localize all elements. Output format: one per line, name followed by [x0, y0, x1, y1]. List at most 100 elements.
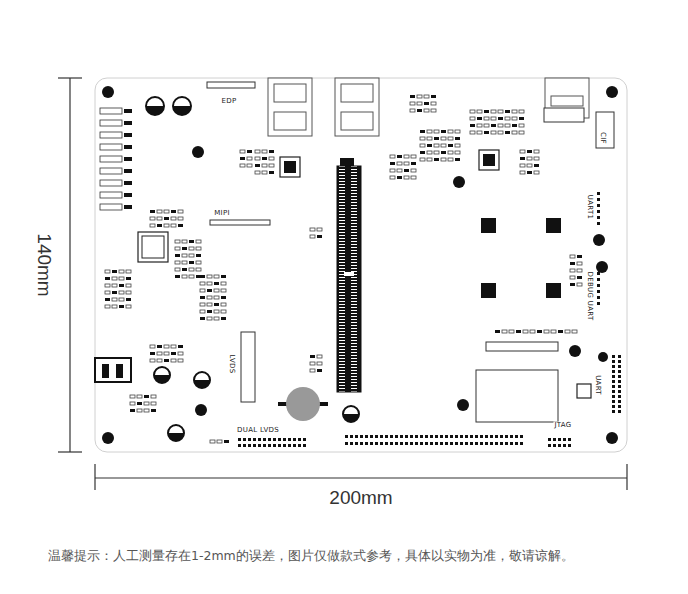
- component-pad: [214, 303, 219, 306]
- dimension-label: 200mm: [329, 488, 392, 507]
- component-pad: [310, 228, 315, 231]
- component-pad: [385, 435, 388, 438]
- component-pad: [303, 444, 306, 447]
- component-pad: [105, 305, 110, 308]
- component-pad: [520, 435, 523, 438]
- component-pad: [310, 235, 315, 238]
- component-pad: [612, 390, 615, 393]
- component-pad: [217, 440, 222, 443]
- component-pad: [397, 176, 402, 179]
- component-pad: [214, 296, 219, 299]
- component-pad: [317, 355, 322, 358]
- component-pad: [196, 240, 201, 243]
- component-pad: [390, 435, 393, 438]
- component-pad: [126, 291, 131, 294]
- component-pad: [182, 254, 187, 257]
- component-pad: [124, 157, 132, 161]
- component-pad: [534, 157, 539, 160]
- component-pad: [568, 444, 571, 447]
- component-pad: [435, 435, 438, 438]
- component-pad: [200, 275, 205, 278]
- component-pad: [247, 150, 252, 153]
- component-pad: [171, 345, 176, 348]
- component-pad: [207, 310, 212, 313]
- component-pad: [317, 228, 322, 231]
- component-pad: [612, 385, 615, 388]
- component-pad: [597, 284, 600, 287]
- component-pad: [269, 157, 274, 160]
- component-pad: [390, 442, 393, 445]
- component-pad: [410, 442, 413, 445]
- component-pad: [171, 224, 176, 227]
- component-pad: [505, 117, 510, 120]
- component-pad: [175, 261, 180, 264]
- component-pad: [269, 150, 274, 153]
- component-pad: [400, 442, 403, 445]
- component-pad: [112, 270, 117, 273]
- component-pad: [137, 395, 142, 398]
- component-pad: [258, 438, 261, 441]
- component-pad: [278, 438, 281, 441]
- component-pad: [485, 442, 488, 445]
- component-pad: [612, 405, 615, 408]
- component-pad: [505, 442, 508, 445]
- component-pad: [210, 440, 215, 443]
- component-pad: [455, 435, 458, 438]
- component-pad: [171, 352, 176, 355]
- component-pad: [200, 289, 205, 292]
- component-pad: [375, 442, 378, 445]
- component-pad: [460, 435, 463, 438]
- component-pad: [450, 442, 453, 445]
- component-pad: [130, 402, 135, 405]
- component-pad: [410, 435, 413, 438]
- component-pad: [221, 317, 226, 320]
- component-pad: [345, 442, 348, 445]
- component-pad: [519, 117, 524, 120]
- component-pad: [509, 330, 514, 333]
- component-pad: [189, 247, 194, 250]
- small-components: [100, 95, 621, 447]
- component-pad: [105, 270, 110, 273]
- component-pad: [126, 277, 131, 280]
- component-pad: [130, 395, 135, 398]
- component-pad: [150, 352, 155, 355]
- component-pad: [411, 155, 416, 158]
- component-pad: [455, 151, 460, 154]
- component-pad: [240, 150, 245, 153]
- component-pad: [310, 369, 315, 372]
- component-pad: [390, 169, 395, 172]
- connectors: [95, 82, 614, 422]
- component-pad: [124, 181, 132, 185]
- component-pad: [178, 224, 183, 227]
- component-pad: [112, 305, 117, 308]
- component-pad: [175, 275, 180, 278]
- component-pad: [164, 352, 169, 355]
- component-pad: [240, 157, 245, 160]
- component-pad: [157, 345, 162, 348]
- component-pad: [298, 444, 301, 447]
- component-pad: [515, 435, 518, 438]
- component-pad: [157, 217, 162, 220]
- component-pad: [263, 438, 266, 441]
- component-pad: [150, 210, 155, 213]
- component-pad: [258, 444, 261, 447]
- component-pad: [345, 435, 348, 438]
- component-pad: [124, 109, 132, 113]
- component-pad: [534, 164, 539, 167]
- component-pad: [510, 442, 513, 445]
- component-pad: [150, 345, 155, 348]
- component-pad: [455, 442, 458, 445]
- component-pad: [618, 355, 621, 358]
- component-pad: [612, 355, 615, 358]
- component-pad: [431, 102, 436, 105]
- component-pad: [434, 158, 439, 161]
- mounting-holes: [102, 86, 618, 444]
- component-pad: [558, 444, 561, 447]
- component-pad: [612, 400, 615, 403]
- component-pad: [520, 442, 523, 445]
- component-pad: [435, 442, 438, 445]
- component-pad: [424, 95, 429, 98]
- component-pad: [480, 442, 483, 445]
- component-pad: [200, 317, 205, 320]
- component-pad: [455, 144, 460, 147]
